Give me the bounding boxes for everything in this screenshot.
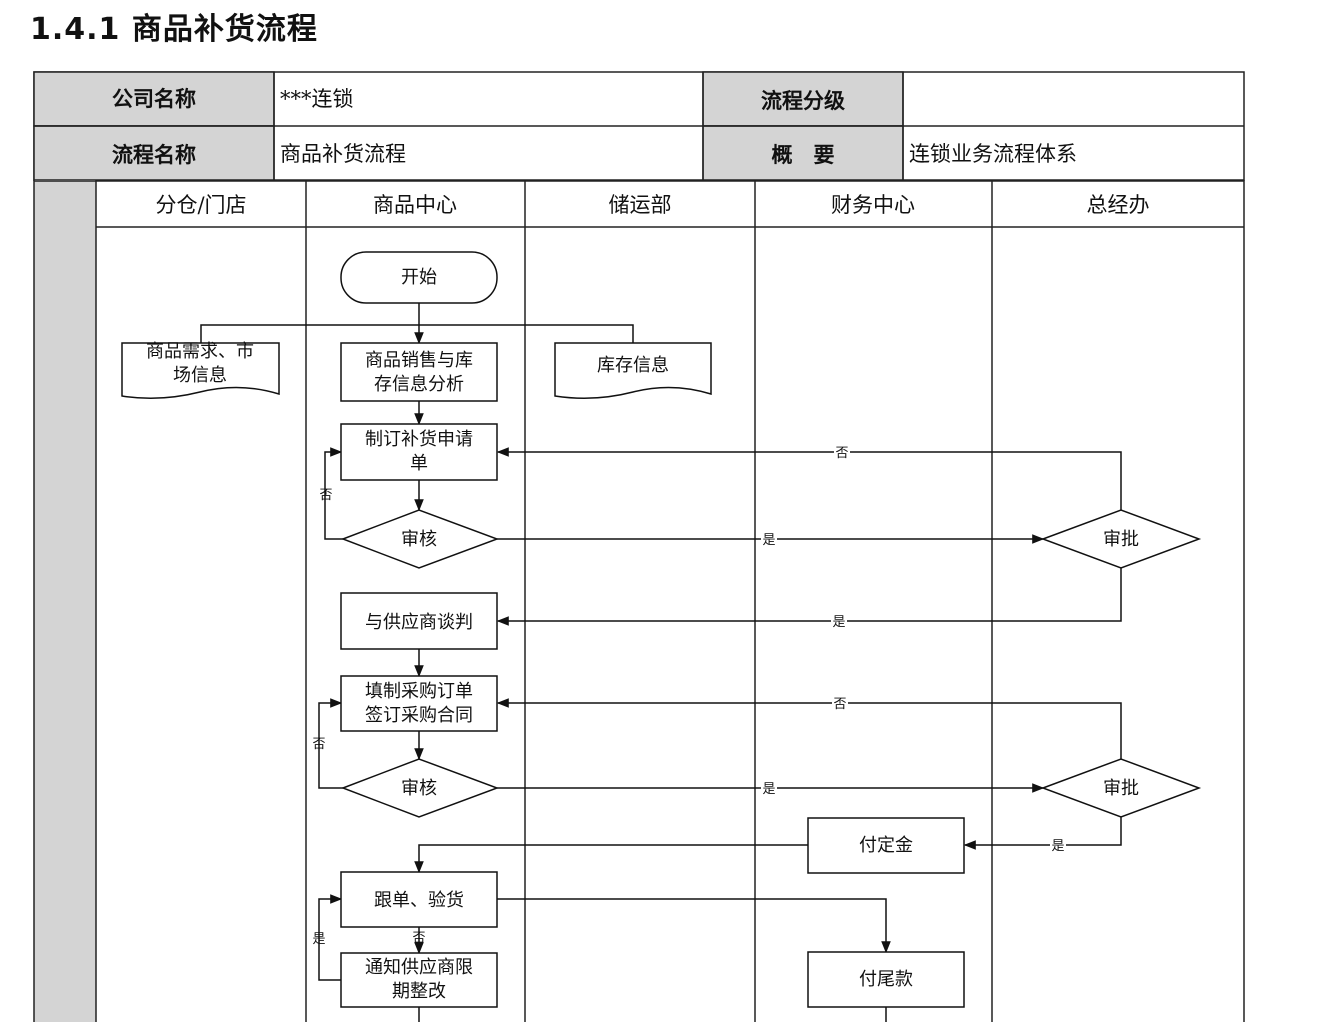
analysis-box <box>340 342 498 402</box>
notify-label-1: 通知供应商限 <box>365 957 473 978</box>
review2-yes-label: 是 <box>762 782 775 797</box>
request-box <box>340 423 498 481</box>
lane-header-gm-office: 总经办 <box>1087 193 1150 217</box>
connectors <box>200 303 1122 1022</box>
start-terminator <box>340 251 498 304</box>
approve1-yes-label: 是 <box>832 615 845 630</box>
lane-header-logistics: 储运部 <box>609 193 672 217</box>
summary-value: 连锁业务流程体系 <box>909 142 1077 166</box>
deposit-box <box>807 817 965 874</box>
lane-header-finance: 财务中心 <box>831 193 915 217</box>
company-label: 公司名称 <box>112 87 196 111</box>
review2-diamond <box>340 758 500 818</box>
approve1-diamond <box>1040 509 1202 569</box>
lane-header-merch: 商品中心 <box>373 193 457 217</box>
order-label-1: 填制采购订单 <box>365 681 473 702</box>
start-label: 开始 <box>401 267 437 288</box>
header-table <box>33 71 1245 181</box>
request-label-2: 单 <box>410 453 428 474</box>
process-value: 商品补货流程 <box>280 142 406 166</box>
approve1-label: 审批 <box>1103 529 1139 550</box>
inspect-label: 跟单、验货 <box>374 890 464 911</box>
inventory-document <box>554 342 712 399</box>
swimlane-grid <box>33 180 1245 1022</box>
summary-label: 概 要 <box>772 143 835 167</box>
nodes <box>121 251 1202 1008</box>
order-box <box>340 675 498 732</box>
analysis-label-2: 存信息分析 <box>374 374 464 395</box>
demand-doc-label-2: 场信息 <box>173 365 227 386</box>
demand-doc-label-1: 商品需求、市 <box>146 341 254 362</box>
analysis-label-1: 商品销售与库 <box>365 350 473 371</box>
company-value: ***连锁 <box>280 87 354 111</box>
page-title: 1.4.1 商品补货流程 <box>30 12 318 47</box>
inventory-doc-label: 库存信息 <box>597 355 669 376</box>
approve2-diamond <box>1040 758 1202 818</box>
review2-label: 审核 <box>401 778 437 799</box>
deposit-label: 付定金 <box>859 835 913 856</box>
notify-yes-label: 是 <box>312 932 325 947</box>
negotiate-label: 与供应商谈判 <box>365 612 473 633</box>
final-payment-box <box>807 951 965 1008</box>
inspect-box <box>340 871 498 928</box>
approve1-no-label: 否 <box>835 446 848 461</box>
lane-header-store: 分仓/门店 <box>155 193 246 217</box>
process-label-cell <box>33 125 275 181</box>
review1-no-label: 否 <box>319 488 332 503</box>
approve2-no-label: 否 <box>833 697 846 712</box>
edge-label-backgrounds <box>761 444 1066 852</box>
review1-diamond <box>340 509 500 569</box>
review1-yes-label: 是 <box>762 533 775 548</box>
request-label-1: 制订补货申请 <box>365 429 473 450</box>
notify-box <box>340 952 498 1008</box>
process-label: 流程名称 <box>112 143 196 167</box>
node-labels: 开始 商品需求、市 场信息 商品销售与库 存信息分析 库存信息 制订补货申请 单… <box>146 267 1139 1002</box>
approve2-yes-label: 是 <box>1051 839 1064 854</box>
review2-no-label: 否 <box>312 737 325 752</box>
level-label: 流程分级 <box>761 89 845 113</box>
summary-label-cell <box>702 125 904 181</box>
inspect-no-label: 否 <box>412 931 425 946</box>
edge-labels: 否 否 是 是 否 否 是 是 否 是 <box>312 446 1064 947</box>
demand-document <box>121 342 280 399</box>
final-payment-label: 付尾款 <box>859 969 913 990</box>
order-label-2: 签订采购合同 <box>365 705 473 726</box>
review1-label: 审核 <box>401 529 437 550</box>
company-label-cell <box>33 71 275 127</box>
negotiate-box <box>340 592 498 650</box>
approve2-label: 审批 <box>1103 778 1139 799</box>
notify-label-2: 期整改 <box>392 981 446 1002</box>
